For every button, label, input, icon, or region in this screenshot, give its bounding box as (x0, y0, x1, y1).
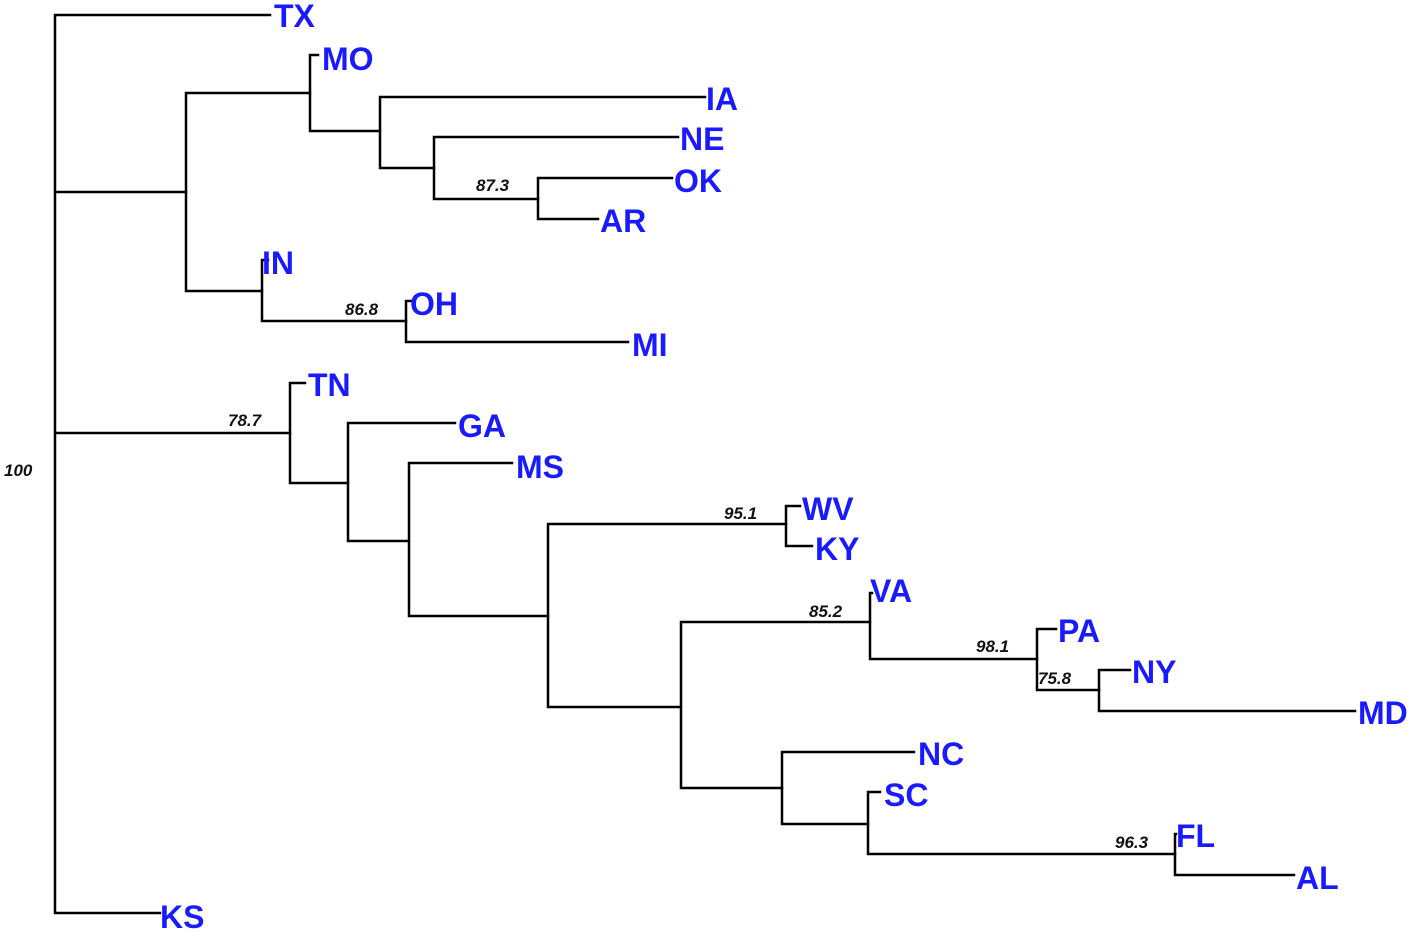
support-value-wvky: 95.1 (724, 504, 757, 523)
branch-okar (536, 176, 674, 221)
leaf-label-ok: OK (674, 163, 722, 199)
support-value-root: 100 (4, 461, 33, 480)
tree-branches (53, 13, 1357, 915)
branch-east (679, 620, 872, 790)
support-value-pa: 98.1 (976, 637, 1009, 656)
leaf-label-ks: KS (160, 899, 204, 933)
branch-flal (1173, 832, 1296, 877)
leaf-label-al: AL (1296, 860, 1339, 896)
leaf-label-va: VA (870, 573, 912, 609)
leaf-label-ne: NE (680, 121, 724, 157)
support-value-south: 78.7 (228, 411, 263, 430)
leaf-label-nc: NC (918, 736, 964, 772)
branch-nymd (1097, 668, 1357, 713)
support-value-okar: 87.3 (476, 176, 510, 195)
leaf-label-tn: TN (308, 367, 351, 403)
branch-va (868, 591, 1039, 661)
leaf-labels: TX MO IA NE OK AR IN OH MI TN GA MS WV K… (160, 0, 1408, 933)
branch-wvky (784, 504, 814, 548)
branch-north (184, 91, 312, 293)
branch-in (260, 258, 408, 323)
leaf-label-ia: IA (706, 81, 738, 117)
support-value-nymd: 75.8 (1038, 669, 1072, 688)
leaf-label-tx: TX (274, 0, 316, 34)
leaf-label-ms: MS (516, 449, 564, 485)
branch-mo (308, 53, 382, 133)
leaf-label-pa: PA (1058, 613, 1100, 649)
leaf-label-fl: FL (1176, 818, 1215, 854)
branch-ga (346, 421, 457, 543)
branch-tn (288, 381, 350, 485)
support-labels: 100 87.3 86.8 78.7 95.1 85.2 98.1 75.8 9… (4, 176, 1149, 852)
branch-ne-group (432, 135, 680, 201)
branch-root (53, 13, 292, 915)
leaf-label-ny: NY (1132, 654, 1176, 690)
branch-pa (1035, 627, 1101, 692)
support-value-flal: 96.3 (1115, 833, 1149, 852)
leaf-label-ar: AR (600, 203, 646, 239)
leaf-label-md: MD (1358, 695, 1408, 731)
branch-carolinas (780, 750, 916, 826)
leaf-label-ky: KY (815, 531, 859, 567)
support-value-ohmi: 86.8 (345, 300, 379, 319)
branch-sc (866, 790, 1177, 856)
support-value-va: 85.2 (809, 602, 843, 621)
branch-ms (407, 461, 550, 618)
leaf-label-wv: WV (802, 491, 854, 527)
branch-ia-group (378, 95, 707, 170)
leaf-label-mo: MO (322, 41, 374, 77)
leaf-label-oh: OH (410, 286, 458, 322)
branch-se (546, 522, 788, 709)
leaf-label-mi: MI (632, 327, 668, 363)
branch-ohmi (404, 299, 630, 344)
leaf-label-sc: SC (884, 777, 928, 813)
leaf-label-ga: GA (458, 408, 506, 444)
leaf-label-in: IN (262, 245, 294, 281)
